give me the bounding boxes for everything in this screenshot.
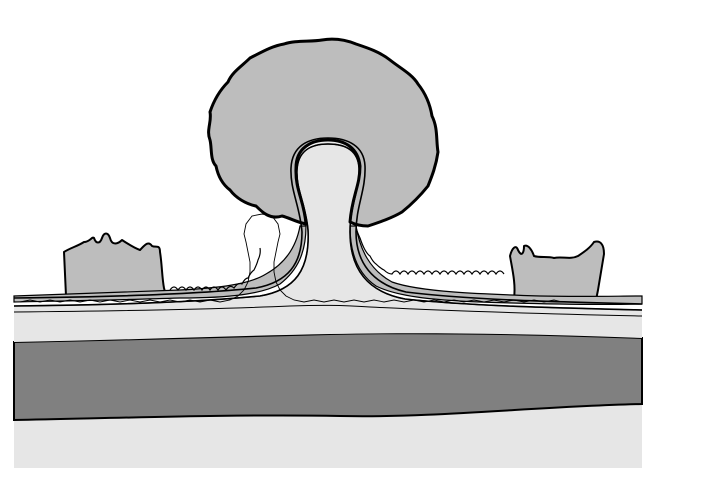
dark-middle-band [13,332,643,422]
left-scalloped-edge [169,247,261,292]
left-surface-bumps [13,225,307,303]
bottom-light-layer [14,404,642,468]
right-surface-bumps [349,225,643,305]
stalk-interior-outline [13,143,643,311]
right-scalloped-edge [355,227,505,276]
fibrous-lining-texture [19,213,563,303]
right-outgrowth [509,240,605,301]
lower-lining-line [13,304,643,317]
left-outgrowth [63,232,167,297]
upper-light-layer-with-stalk [14,142,642,342]
fibrous-lining-outer [13,137,643,305]
